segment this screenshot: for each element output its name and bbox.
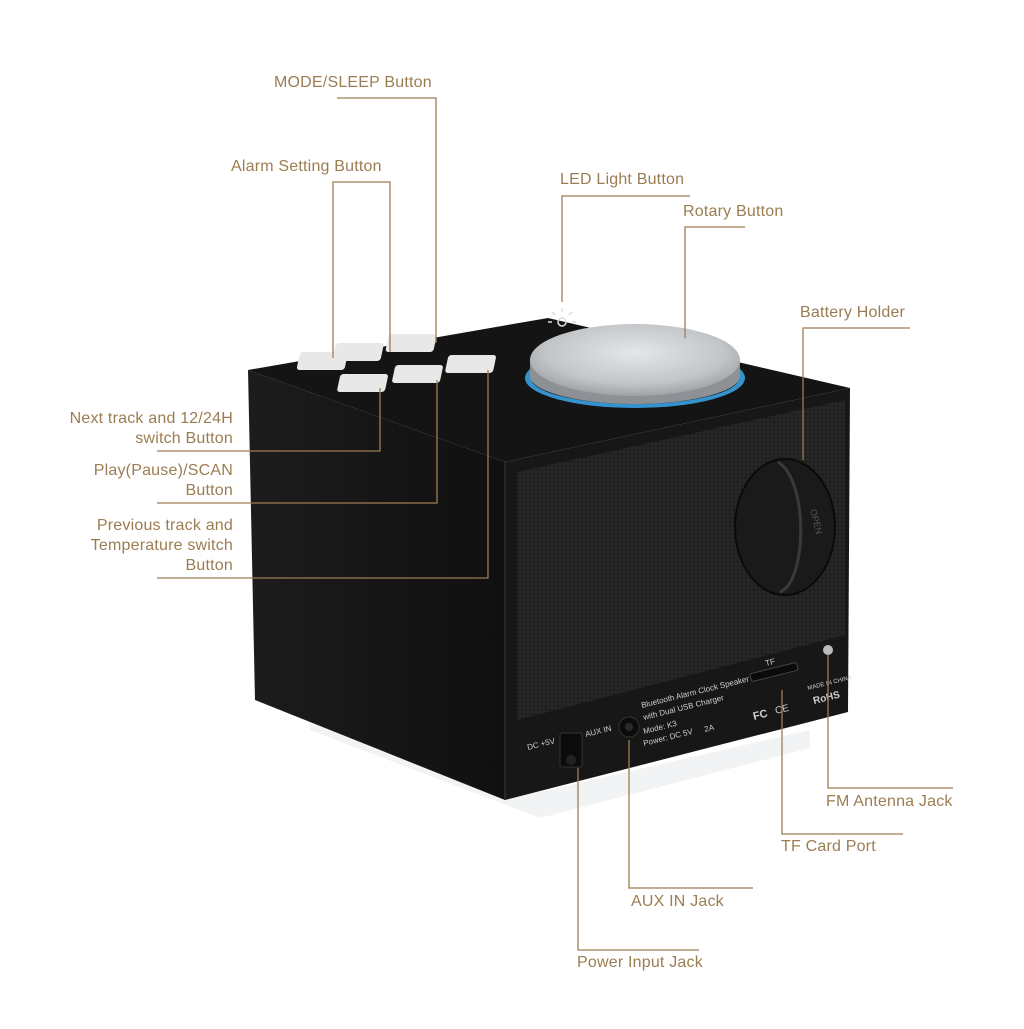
callout-led-light-text: LED Light Button [560,171,685,188]
leader-alarm-setting [332,181,391,358]
leader-fm-antenna [827,655,953,789]
callout-rotary-text: Rotary Button [683,203,784,220]
callout-power-input: Power Input Jack [577,953,703,973]
callout-aux-in: AUX IN Jack [631,892,724,912]
tf-card-port[interactable] [749,662,799,682]
callout-play-pause-line-1: Play(Pause)/SCAN [93,462,233,479]
callout-mode-sleep-text: MODE/SLEEP Button [274,74,432,91]
callout-fm-antenna-text: FM Antenna Jack [826,793,953,810]
led-light-icon[interactable] [548,308,576,327]
callout-previous-track: Previous track and Temperature switch Bu… [91,516,233,576]
callout-next-track: Next track and 12/24H switch Button [70,409,233,449]
callout-previous-track-line-1: Previous track and [96,517,233,534]
callout-alarm-setting: Alarm Setting Button [231,157,382,177]
led-button-spacer [332,343,384,361]
callout-battery-holder-text: Battery Holder [800,304,906,321]
mode-sleep-button[interactable] [385,334,437,352]
current-text: 2A [703,723,715,734]
leader-tf-card [781,690,903,835]
callout-tf-card: TF Card Port [781,837,876,857]
callout-battery-holder: Battery Holder [800,303,905,323]
leader-battery [802,327,910,460]
next-track-button[interactable] [337,374,389,392]
fm-antenna-jack[interactable] [823,645,833,655]
tf-label: TF [764,657,776,668]
callout-previous-track-line-2: Temperature switch [90,537,233,554]
leader-next-track [157,388,381,452]
previous-track-button[interactable] [445,355,497,373]
callout-led-light: LED Light Button [560,170,684,190]
callout-mode-sleep: MODE/SLEEP Button [274,73,432,93]
callout-aux-in-text: AUX IN Jack [631,893,724,910]
leader-rotary [684,226,745,338]
leader-lines [157,97,953,951]
play-pause-button[interactable] [392,365,444,383]
leader-aux-in [628,740,753,889]
callout-tf-card-text: TF Card Port [781,838,876,855]
device-left-face [248,370,505,800]
callout-next-track-line-2: switch Button [135,430,233,447]
rotary-knob[interactable] [525,324,745,408]
device-base [310,708,810,818]
leader-play-pause [157,380,438,504]
callout-previous-track-line-3: Button [185,557,233,574]
leader-previous-track [157,370,489,579]
callout-fm-antenna: FM Antenna Jack [826,792,953,812]
battery-holder: OPEN [734,458,836,596]
callout-rotary: Rotary Button [683,202,783,222]
leader-power-input [577,768,699,951]
top-buttons [296,334,496,392]
power-input-jack[interactable] [559,732,583,768]
fc-text: FC [752,708,769,723]
callout-play-pause: Play(Pause)/SCAN Button [94,461,233,501]
callout-next-track-line-1: Next track and 12/24H [69,410,233,427]
callout-power-input-text: Power Input Jack [577,954,703,971]
leader-led-light [561,195,690,302]
leader-mode-sleep [337,97,437,343]
callout-play-pause-line-2: Button [185,482,233,499]
callout-alarm-setting-text: Alarm Setting Button [231,158,382,175]
